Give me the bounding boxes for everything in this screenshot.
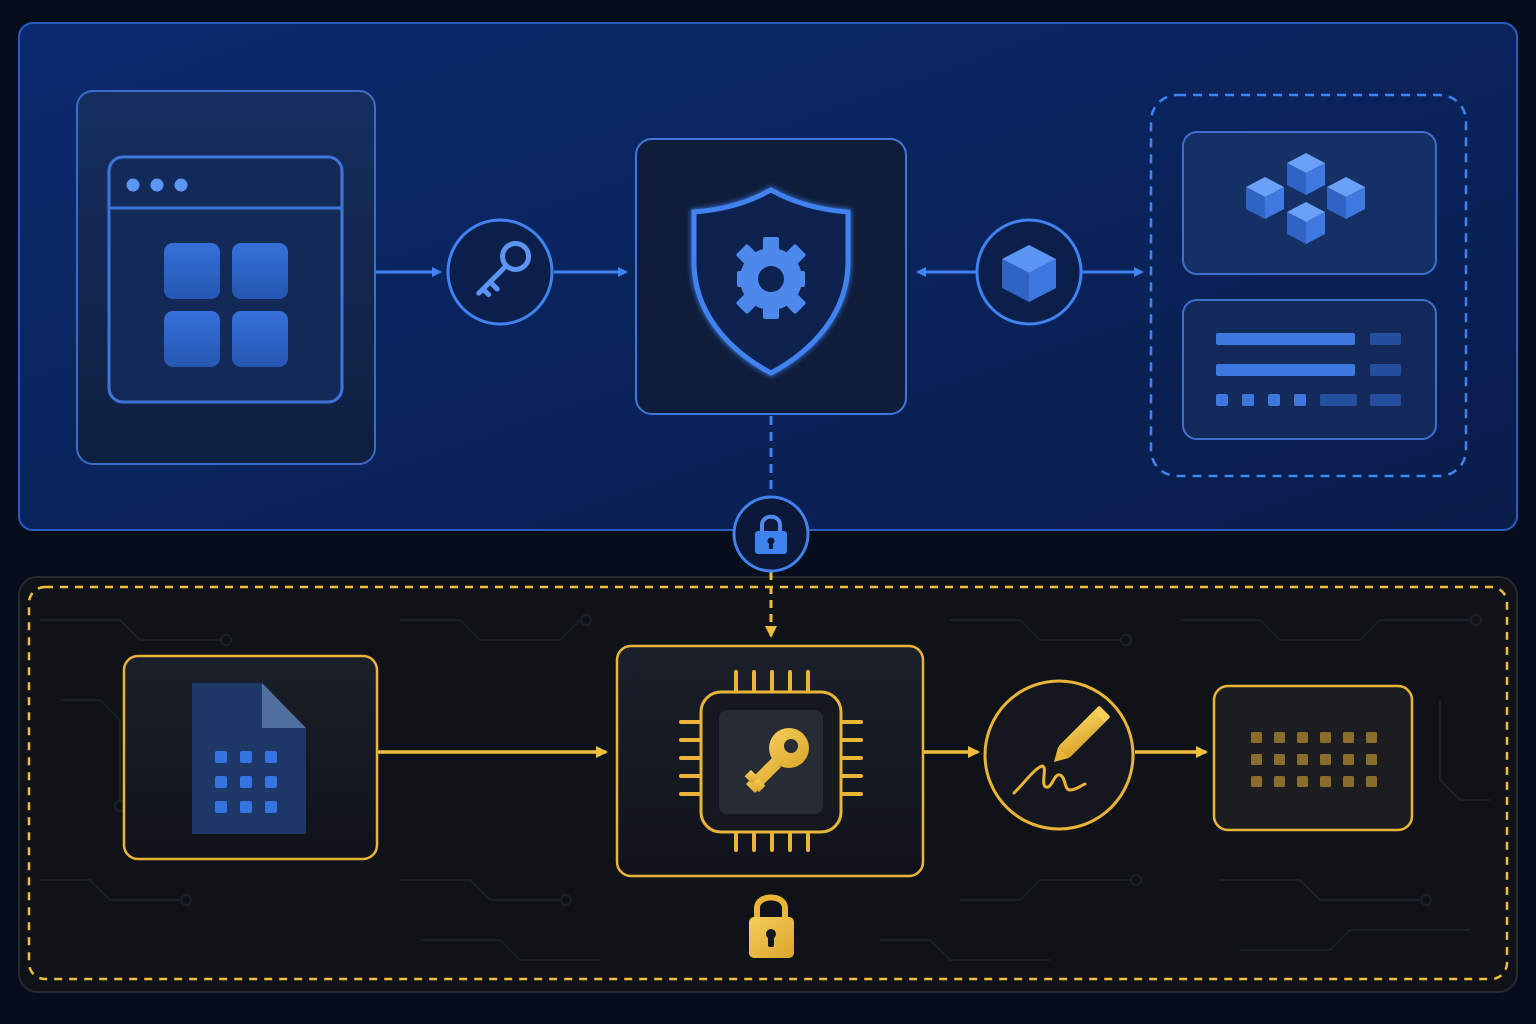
cubes-icon: [1246, 153, 1365, 244]
app-window-card[interactable]: [76, 90, 376, 465]
cube-icon: [1002, 245, 1056, 302]
shield-gear-icon: [691, 187, 851, 376]
storage-blocks-card[interactable]: [1182, 131, 1437, 275]
lock-badge[interactable]: [732, 495, 810, 573]
document-grid-icon: [192, 683, 306, 834]
signature-badge[interactable]: [983, 679, 1135, 831]
chip-key-icon: [679, 670, 863, 852]
key-icon: [476, 240, 532, 298]
bridge-connector: [732, 416, 810, 638]
secure-enclave-boundary: [27, 585, 1509, 981]
table-rows-icon: [1216, 333, 1401, 406]
output-card[interactable]: [1212, 684, 1414, 832]
storage-group: [1149, 93, 1468, 478]
cube-badge[interactable]: [975, 218, 1083, 326]
bottom-zone: [18, 576, 1518, 993]
top-zone: [18, 22, 1518, 531]
key-badge[interactable]: [446, 218, 554, 326]
lock-icon: [755, 514, 787, 554]
security-service-card[interactable]: [635, 138, 907, 415]
secure-chip-card[interactable]: [615, 644, 925, 878]
document-card[interactable]: [122, 654, 379, 861]
signature-pen-icon: [1012, 706, 1110, 795]
circuit-pattern: [40, 614, 1490, 961]
app-window-icon: [107, 155, 344, 404]
data-grid-icon: [1251, 732, 1377, 787]
padlock-icon: [749, 894, 794, 958]
storage-records-card[interactable]: [1182, 299, 1437, 440]
